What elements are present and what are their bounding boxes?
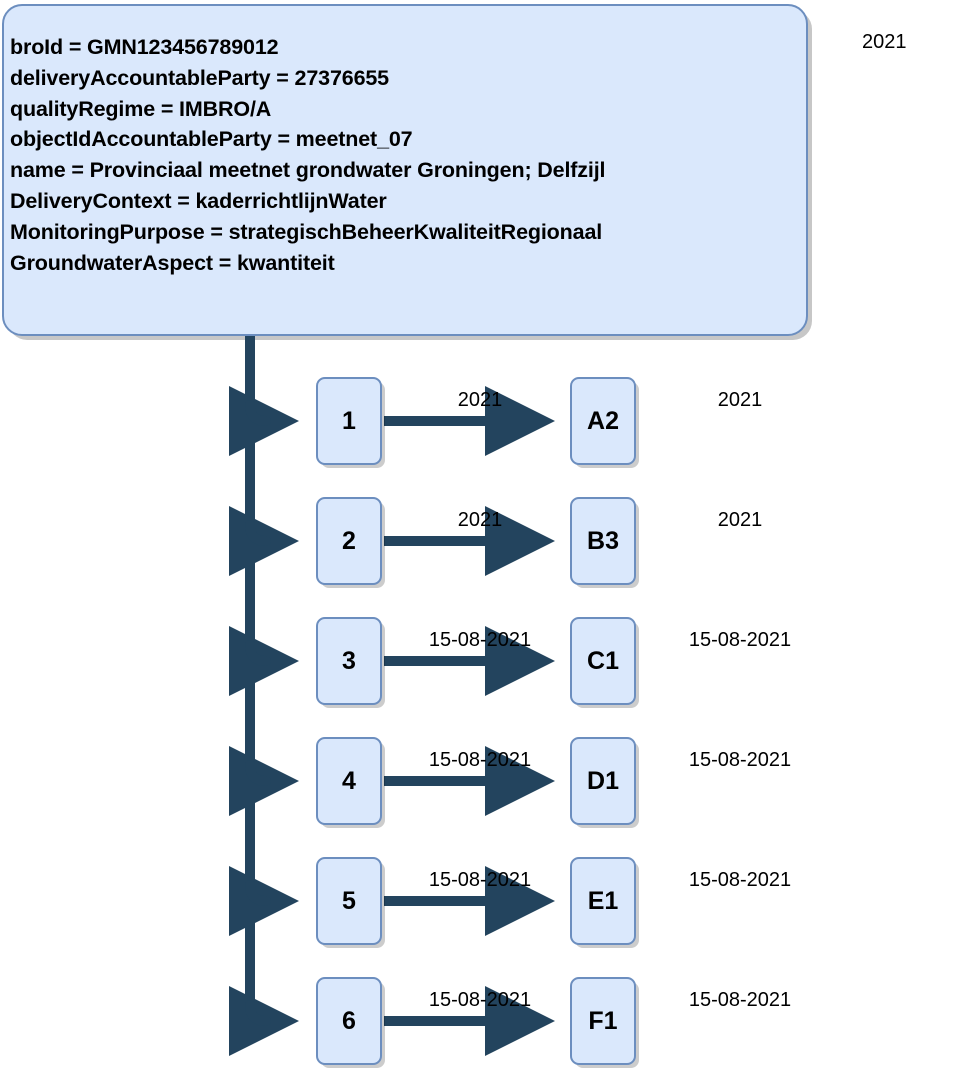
edge-label-row-6: 15-08-2021 [428,989,532,1011]
monitoring-tube-node-a2[interactable]: A2 [570,377,636,465]
attribute-line-broid: broId = GMN123456789012 [10,35,279,59]
attribute-line-objectidaccountableparty: objectIdAccountableParty = meetnet_07 [10,127,413,152]
monitoring-tube-node-d1[interactable]: D1 [570,737,636,825]
edge-label-row-3: 15-08-2021 [428,629,532,651]
measuring-point-node-2[interactable]: 2 [316,497,382,585]
diagram-row-4: 4 15-08-2021 D1 15-08-2021 [0,737,960,827]
diagram-row-2: 2 2021 B3 2021 [0,497,960,587]
gmn-attribute-list: broId = GMN123456789012 deliveryAccounta… [10,32,798,278]
row-date-label-6: 15-08-2021 [688,989,792,1011]
attribute-line-monitoringpurpose: MonitoringPurpose = strategischBeheerKwa… [10,219,603,244]
row-date-label-3: 15-08-2021 [688,629,792,651]
row-date-label-5: 15-08-2021 [688,869,792,891]
attribute-line-deliverycontext: DeliveryContext = kaderrichtlijnWater [10,188,387,213]
row-date-label-2: 2021 [717,509,763,531]
diagram-row-6: 6 15-08-2021 F1 15-08-2021 [0,977,960,1067]
edge-label-row-1: 2021 [457,389,503,411]
attribute-line-groundwateraspect: GroundwaterAspect = kwantiteit [10,250,335,275]
measuring-point-node-5[interactable]: 5 [316,857,382,945]
edge-label-row-5: 15-08-2021 [428,869,532,891]
edge-label-row-2: 2021 [457,509,503,531]
measuring-point-node-4[interactable]: 4 [316,737,382,825]
edge-label-row-4: 15-08-2021 [428,749,532,771]
monitoring-tube-node-c1[interactable]: C1 [570,617,636,705]
corner-date-label: 2021 [862,31,907,53]
measuring-point-node-3[interactable]: 3 [316,617,382,705]
attribute-line-deliveryaccountableparty: deliveryAccountableParty = 27376655 [10,65,389,90]
monitoring-tube-node-e1[interactable]: E1 [570,857,636,945]
measuring-point-node-1[interactable]: 1 [316,377,382,465]
diagram-row-5: 5 15-08-2021 E1 15-08-2021 [0,857,960,947]
measuring-point-node-6[interactable]: 6 [316,977,382,1065]
row-date-label-4: 15-08-2021 [688,749,792,771]
row-date-label-1: 2021 [717,389,763,411]
attribute-line-name: name = Provinciaal meetnet grondwater Gr… [10,158,606,183]
gmn-attribute-box[interactable]: broId = GMN123456789012 deliveryAccounta… [2,4,808,336]
attribute-line-qualityregime: qualityRegime = IMBRO/A [10,96,272,121]
monitoring-tube-node-b3[interactable]: B3 [570,497,636,585]
monitoring-tube-node-f1[interactable]: F1 [570,977,636,1065]
diagram-row-3: 3 15-08-2021 C1 15-08-2021 [0,617,960,707]
diagram-row-1: 1 2021 A2 2021 [0,377,960,467]
